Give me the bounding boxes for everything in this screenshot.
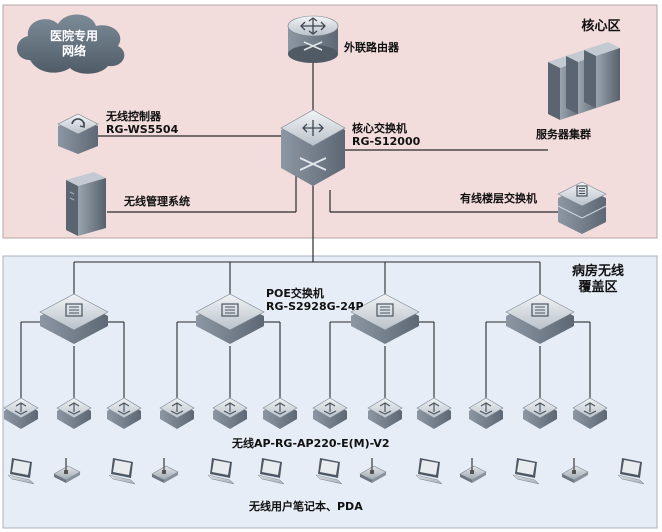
core-switch-label: 核心交换机 RG-S12000 — [352, 122, 420, 148]
cloud-label: 医院专用 网络 — [36, 29, 112, 59]
users-label: 无线用户笔记本、PDA — [249, 500, 363, 513]
core-switch-icon — [280, 109, 346, 186]
server-cluster-label: 服务器集群 — [536, 128, 591, 141]
poe-switch-name: POE交换机 — [266, 287, 324, 300]
poe-switch-model: RG-S2928G-24P — [266, 300, 364, 313]
hospital-network-cloud — [16, 14, 125, 74]
server-cluster-icon — [548, 42, 620, 120]
ward-zone-title-line1: 病房无线 — [571, 264, 624, 279]
management-server-icon — [66, 172, 106, 236]
ward-zone-title: 病房无线 覆盖区 — [558, 264, 638, 296]
router-icon — [287, 15, 339, 63]
floor-switch-label: 有线楼层交换机 — [460, 192, 537, 205]
ward-links — [20, 261, 591, 398]
ap-label: 无线AP-RG-AP220-E(M)-V2 — [232, 437, 390, 450]
floor-switch-icon — [557, 181, 607, 234]
wireless-mgmt-label: 无线管理系统 — [124, 195, 190, 208]
wireless-controller-model: RG-WS5504 — [106, 123, 179, 136]
core-switch-model: RG-S12000 — [352, 135, 421, 148]
cloud-label-line2: 网络 — [61, 44, 86, 58]
router-label: 外联路由器 — [344, 41, 399, 54]
wireless-controller-name: 无线控制器 — [106, 110, 161, 123]
ward-zone-title-line2: 覆盖区 — [578, 280, 618, 295]
cloud-label-line1: 医院专用 — [49, 29, 98, 43]
core-zone-title: 核心区 — [581, 19, 621, 34]
wireless-controller-label: 无线控制器 RG-WS5504 — [106, 110, 178, 136]
poe-switch-label: POE交换机 RG-S2928G-24P — [266, 287, 364, 313]
wireless-controller-icon — [57, 113, 99, 154]
core-links — [98, 62, 558, 262]
core-switch-name: 核心交换机 — [352, 122, 407, 135]
